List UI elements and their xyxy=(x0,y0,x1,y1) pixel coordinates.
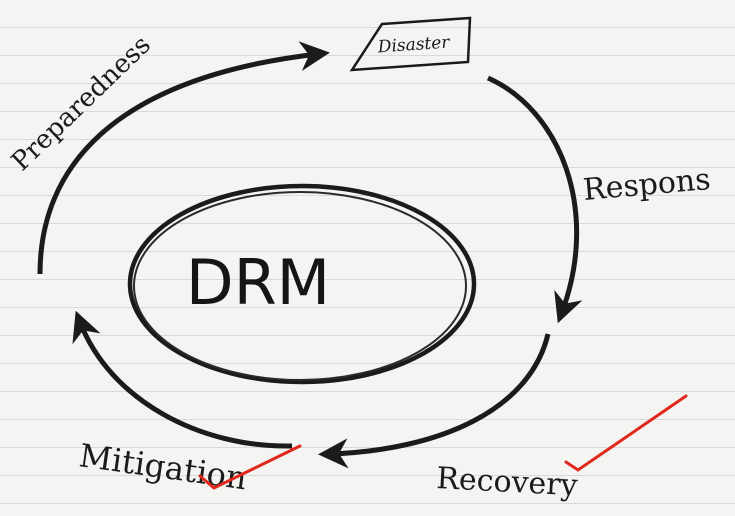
correction-tick-recovery xyxy=(564,394,688,472)
mitigation-label: Mitigation xyxy=(77,436,249,497)
arrow-preparedness-to-disaster xyxy=(37,41,330,275)
center-oval-inner-stroke xyxy=(133,191,467,381)
center-oval xyxy=(127,183,477,385)
arrow-mitigation-to-preparedness xyxy=(72,310,293,449)
correction-tick-mitigation xyxy=(198,444,302,490)
disaster-box xyxy=(349,16,472,72)
recovery-label: Recovery xyxy=(436,461,579,503)
disaster-label: Disaster xyxy=(376,32,451,57)
center-label: DRM xyxy=(186,246,330,319)
arrow-response-to-recovery xyxy=(318,333,551,469)
arrow-disaster-to-response xyxy=(486,75,583,324)
response-label: Respons xyxy=(582,162,712,208)
